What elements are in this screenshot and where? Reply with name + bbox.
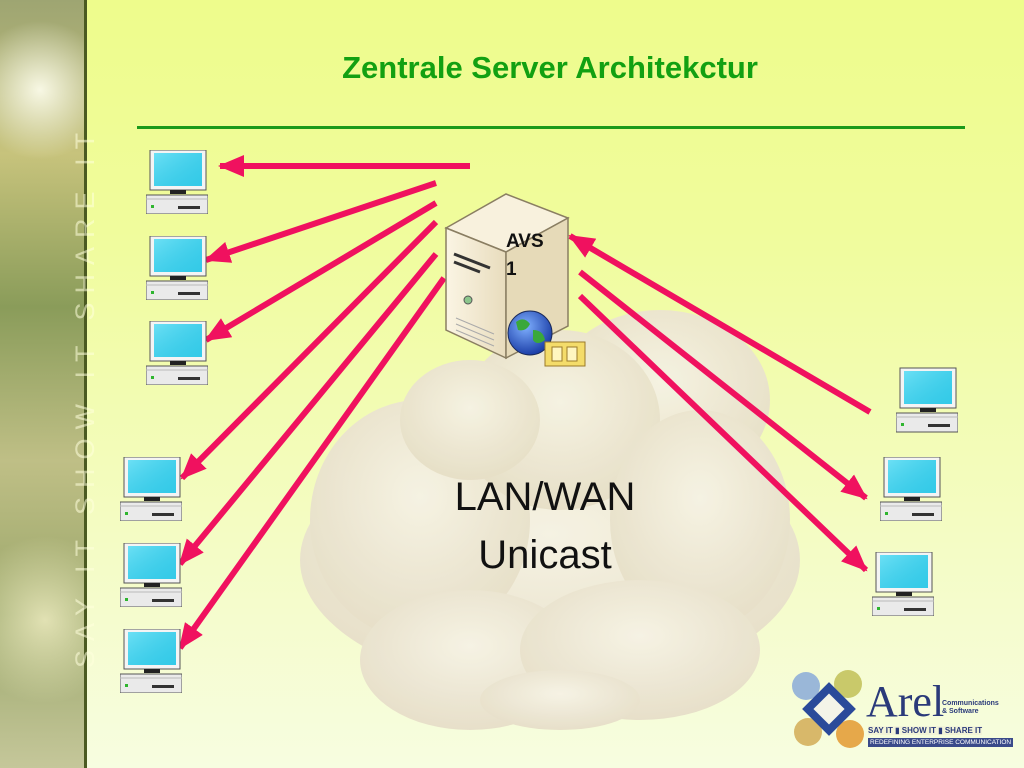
- client-computer-1: [146, 150, 208, 214]
- arrow-to-client-6: [177, 276, 447, 650]
- client-computer-5: [120, 543, 182, 607]
- arrow-to-client-8: [578, 269, 868, 501]
- logo-strap: REDEFINING ENTERPRISE COMMUNICATION: [868, 738, 1014, 747]
- arrow-to-client-4: [179, 219, 439, 481]
- network-label-line1: LAN/WAN: [455, 475, 636, 519]
- slide-title: Zentrale Server Architekctur: [342, 50, 758, 85]
- server-label-line2: 1: [506, 259, 517, 280]
- arrows-left: [177, 155, 470, 650]
- sidebar-photo-strip: [0, 0, 86, 768]
- client-computer-6: [120, 629, 182, 693]
- server-avs: [444, 193, 586, 367]
- arrow-to-client-9: [577, 293, 869, 573]
- arrow-to-client-5: [177, 252, 439, 566]
- title-rule: [137, 126, 965, 129]
- arel-logo: Arel Communications & Software SAY IT ▮ …: [788, 662, 1014, 754]
- arel-logo-mark-icon: [792, 670, 864, 748]
- client-computer-7: [896, 367, 958, 433]
- arrow-to-client-2: [204, 180, 437, 263]
- server-label-line1: AVS: [506, 231, 544, 252]
- client-computer-4: [120, 457, 182, 521]
- network-cloud: [300, 310, 800, 730]
- arrow-from-client-7: [568, 233, 872, 415]
- client-computer-2: [146, 236, 208, 300]
- logo-sub: Communications & Software: [942, 700, 999, 715]
- logo-tagline: SAY IT ▮ SHOW IT ▮ SHARE IT: [868, 726, 983, 735]
- client-computer-8: [880, 457, 942, 521]
- network-label-line2: Unicast: [478, 533, 611, 577]
- arrow-to-client-3: [204, 200, 438, 343]
- client-computer-3: [146, 321, 208, 385]
- client-computer-9: [872, 552, 934, 616]
- sidebar-divider: [84, 0, 87, 768]
- arrows-right: [568, 233, 872, 573]
- logo-brand: Arel: [866, 677, 945, 726]
